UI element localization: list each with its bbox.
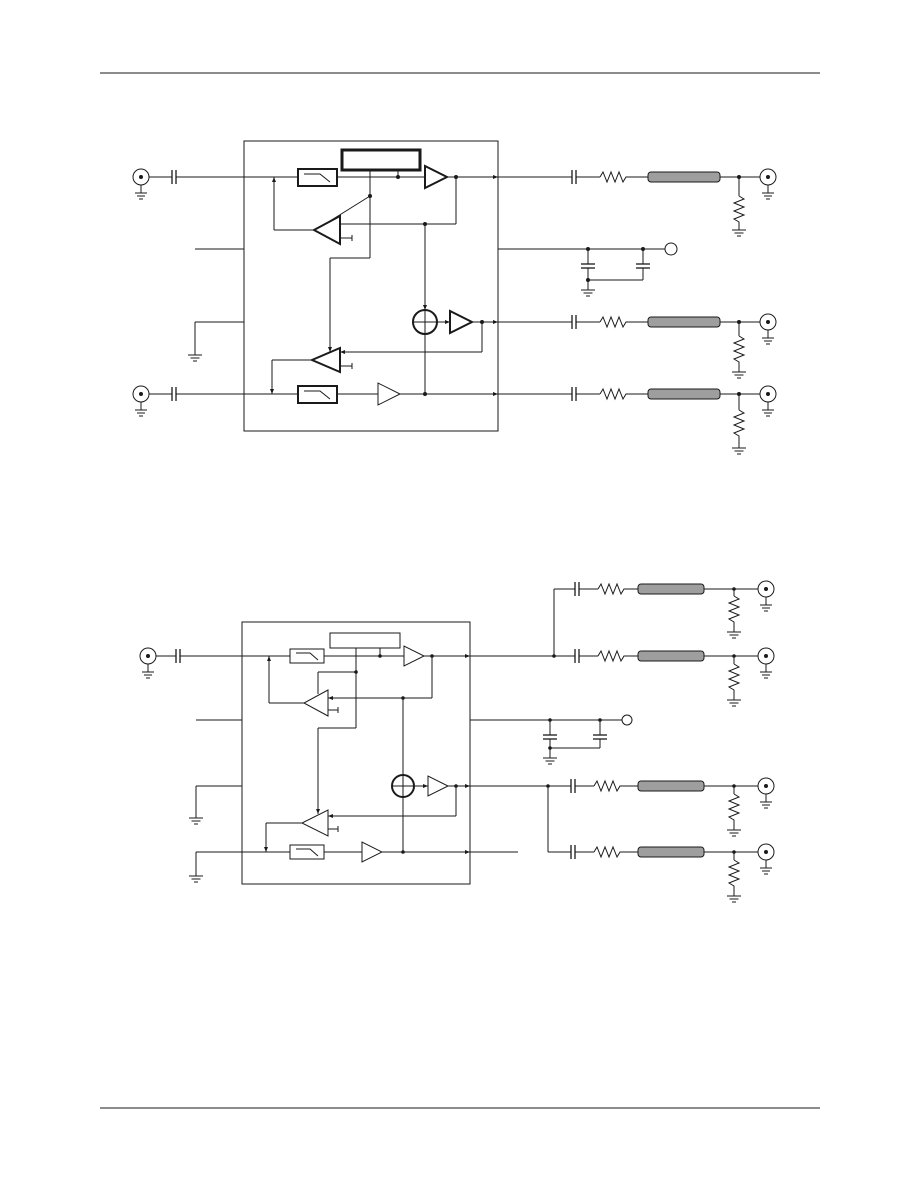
coax-cable-icon xyxy=(647,316,721,328)
amplifier-icon xyxy=(309,346,341,374)
amplifier-icon xyxy=(311,214,341,246)
amplifier-icon xyxy=(377,382,402,406)
coax-cable-icon xyxy=(647,171,721,183)
ic-block xyxy=(243,140,499,432)
coax-cable-icon xyxy=(647,388,721,400)
coax-cable-icon xyxy=(637,780,705,792)
coax-cable-icon xyxy=(637,846,705,858)
coax-cable-icon xyxy=(637,650,705,662)
circuit-bottom xyxy=(139,580,775,903)
control-block xyxy=(340,148,422,172)
amplifier-icon xyxy=(300,809,329,837)
circuit-top xyxy=(132,140,777,455)
amplifier-icon xyxy=(302,689,329,717)
amplifier-icon xyxy=(403,645,426,667)
amplifier-icon xyxy=(449,309,475,335)
control-block xyxy=(329,632,401,649)
amplifier-icon xyxy=(427,775,450,797)
amplifier-icon xyxy=(361,841,384,863)
coax-cable-icon xyxy=(637,583,705,595)
amplifier-icon xyxy=(424,164,450,190)
